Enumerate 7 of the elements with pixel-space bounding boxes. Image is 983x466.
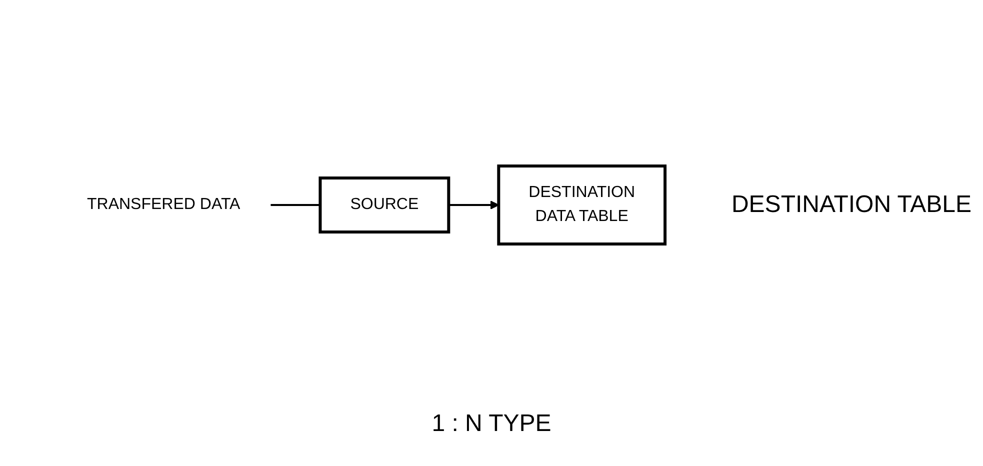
connector [270,204,321,206]
node-box: SOURCE [319,176,451,234]
node-box: DESTINATION DATA TABLE [498,164,667,246]
node-text: TRANSFERED DATA [87,196,241,213]
caption: 1 : N TYPE [430,410,552,438]
bracket-label: DESTINATION TABLE [731,191,972,219]
arrow [449,200,500,210]
